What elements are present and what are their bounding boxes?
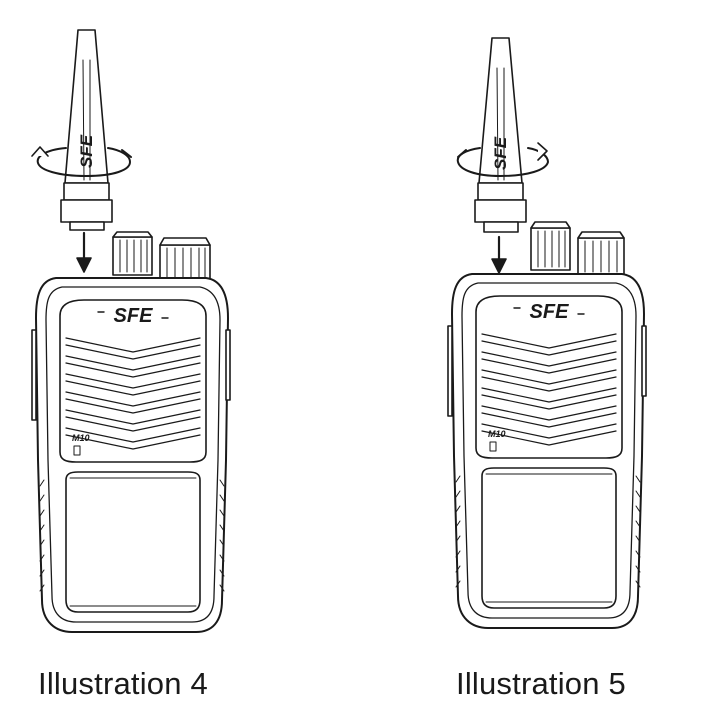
- model-badge: M10: [488, 429, 506, 439]
- caption-illustration-5: Illustration 5: [456, 666, 626, 701]
- rotate-counterclockwise-arrow-icon: [456, 142, 549, 177]
- radio-body: SFE M10: [447, 273, 647, 629]
- radio-body: SFE M10: [31, 277, 231, 633]
- down-arrow-icon: [491, 235, 507, 274]
- figure-illustration-5: SFE: [447, 37, 647, 629]
- channel-knob: [530, 221, 571, 271]
- radio-brand-logo: SFE: [530, 301, 570, 323]
- model-badge: M10: [72, 433, 90, 443]
- led-indicator: [73, 445, 81, 456]
- antenna-brand-label: SFE: [491, 136, 510, 170]
- figure-illustration-4: SFE: [31, 29, 231, 633]
- antenna: SFE: [474, 37, 527, 233]
- antenna: SFE: [60, 29, 113, 231]
- led-indicator: [489, 441, 497, 452]
- antenna-brand-label: SFE: [77, 134, 96, 168]
- down-arrow-icon: [76, 231, 92, 273]
- caption-illustration-4: Illustration 4: [38, 666, 208, 701]
- rotate-clockwise-arrow-icon: [31, 146, 132, 177]
- radio-brand-logo: SFE: [114, 305, 154, 327]
- channel-knob: [112, 231, 153, 276]
